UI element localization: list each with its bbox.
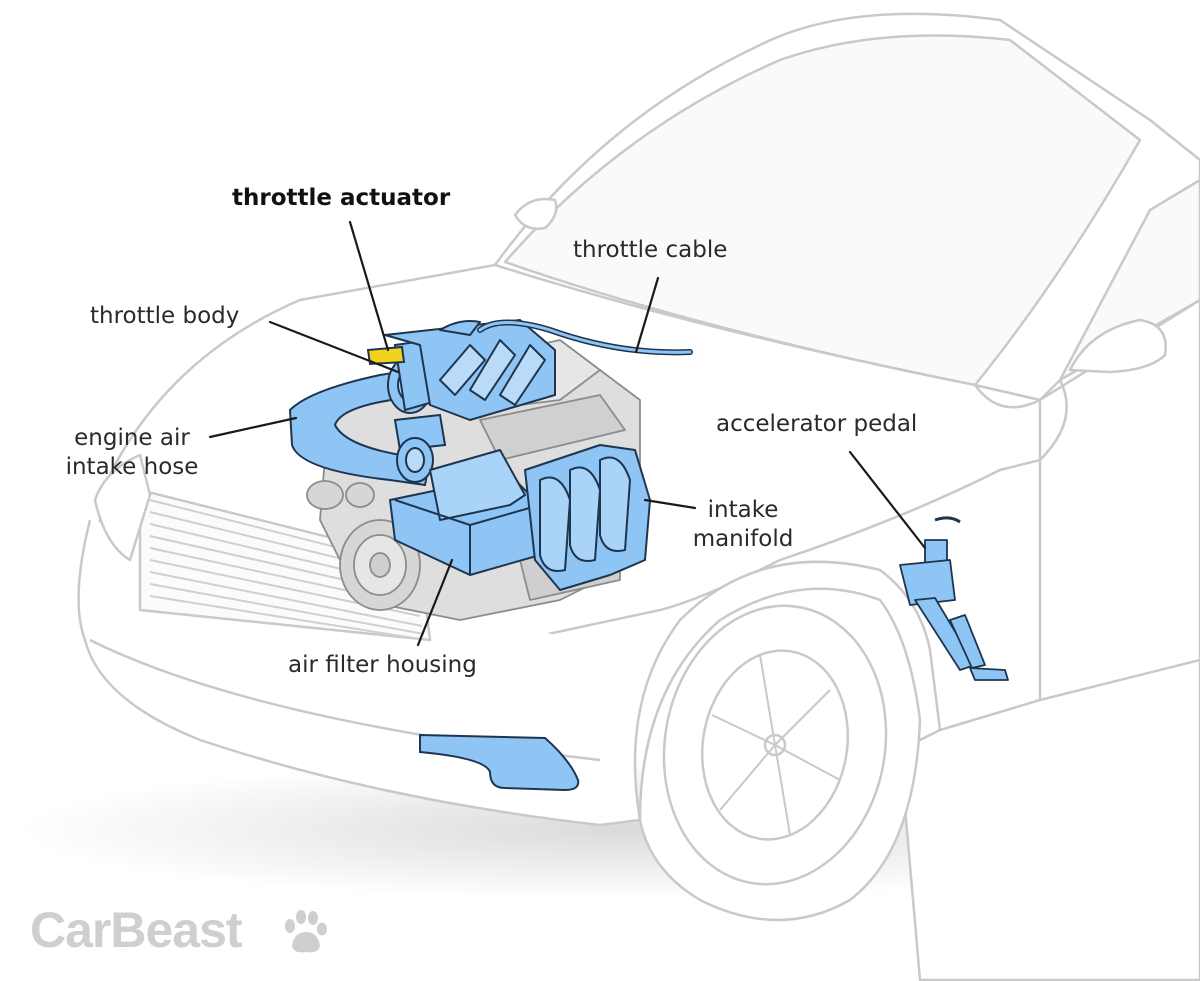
intake-manifold-part bbox=[524, 444, 651, 591]
leader-engine-air-intake-hose bbox=[208, 416, 298, 439]
leader-intake-manifold bbox=[643, 498, 697, 510]
label-throttle-cable: throttle cable bbox=[573, 237, 728, 263]
throttle-actuator-part bbox=[366, 345, 406, 366]
label-intake-manifold-line1: intake bbox=[707, 497, 779, 523]
bumper-vent bbox=[419, 733, 580, 792]
label-intake-manifold: intake manifold bbox=[688, 496, 798, 554]
paw-print-icon bbox=[285, 910, 327, 953]
label-air-filter-housing: air filter housing bbox=[288, 652, 477, 678]
leader-throttle-actuator bbox=[348, 220, 390, 352]
upper-intake-plenum bbox=[384, 319, 556, 421]
label-engine-air-intake-hose: engine air intake hose bbox=[52, 424, 212, 482]
throttle-body-part bbox=[387, 338, 442, 414]
label-intake-manifold-line2: manifold bbox=[692, 526, 794, 552]
label-throttle-actuator: throttle actuator bbox=[232, 185, 451, 211]
leader-lines bbox=[208, 220, 927, 647]
front-wheel bbox=[638, 587, 922, 922]
label-engine-air-intake-hose-line1: engine air bbox=[74, 425, 190, 451]
leader-throttle-cable bbox=[634, 276, 660, 354]
leader-throttle-body bbox=[268, 320, 400, 374]
carbeast-logo: CarBeast bbox=[30, 902, 243, 958]
air-filter-housing-part bbox=[389, 449, 541, 576]
maf-sensor bbox=[393, 413, 447, 483]
accelerator-pedal-part bbox=[899, 516, 1009, 681]
leader-air-filter-housing bbox=[416, 558, 454, 647]
label-throttle-body: throttle body bbox=[90, 303, 240, 329]
leader-accelerator-pedal bbox=[848, 450, 927, 550]
label-engine-air-intake-hose-line2: intake hose bbox=[65, 454, 199, 480]
label-accelerator-pedal: accelerator pedal bbox=[716, 411, 918, 437]
